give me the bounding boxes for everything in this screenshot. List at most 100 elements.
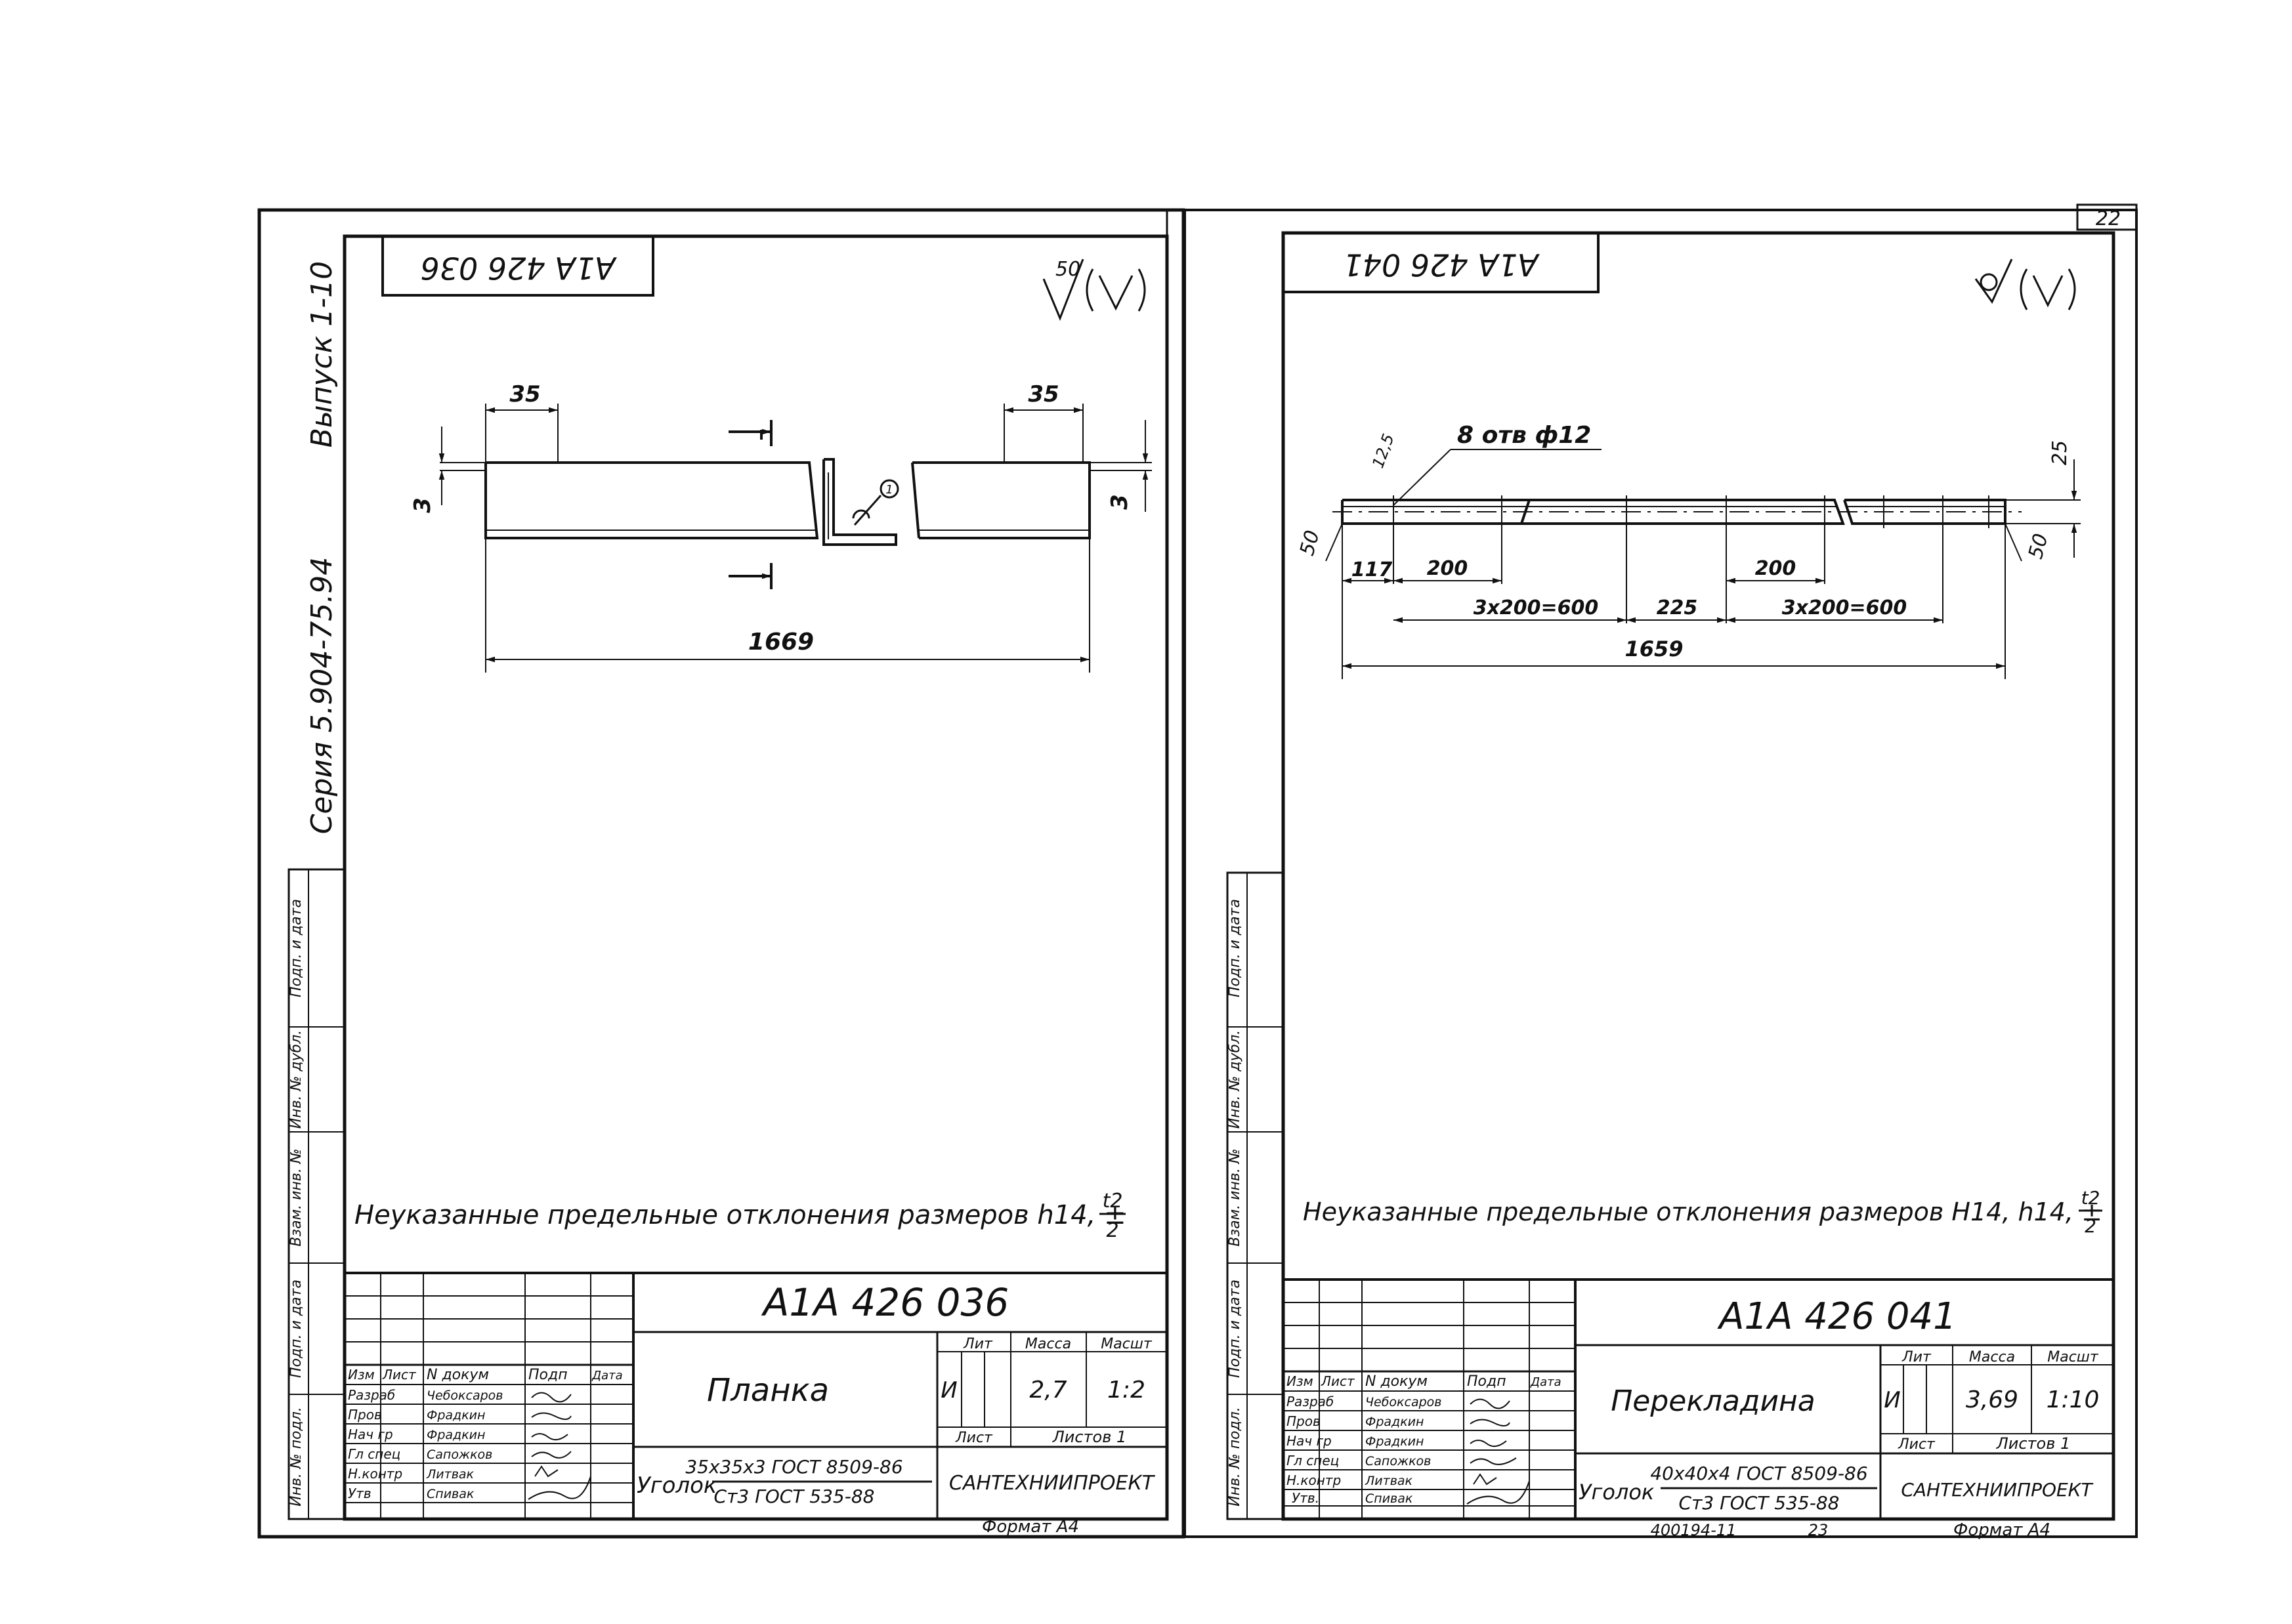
- svg-text:2: 2: [1106, 1219, 1118, 1242]
- dim-flange-left: 35: [509, 381, 540, 407]
- svg-text:Инв. № подл.: Инв. № подл.: [288, 1407, 305, 1507]
- svg-text:Инв. № подл.: Инв. № подл.: [1227, 1407, 1243, 1507]
- left-doc-code: A1A 426 036: [761, 1280, 1009, 1325]
- svg-text:Лист: Лист: [382, 1367, 417, 1383]
- left-sheet-frame: [343, 234, 1169, 1521]
- svg-text:Литвак: Литвак: [1365, 1474, 1413, 1488]
- holes-note: 8 отв ф12: [1457, 422, 1591, 449]
- svg-text:Взам. инв. №: Взам. инв. №: [1227, 1148, 1243, 1246]
- svg-text:Инв. № дубл.: Инв. № дубл.: [1227, 1030, 1243, 1129]
- svg-text:Утв.: Утв.: [1292, 1490, 1319, 1506]
- svg-text:Н.контр: Н.контр: [348, 1466, 402, 1482]
- svg-text:Масшт: Масшт: [2047, 1349, 2099, 1365]
- svg-text:Н.контр: Н.контр: [1286, 1472, 1341, 1488]
- left-tolerance-note: Неуказанные предельные отклонения размер…: [354, 1200, 1126, 1230]
- svg-text:t2: t2: [2081, 1187, 2100, 1209]
- right-part-drawing: 8 отв ф12 12,5 25 50 50 117: [1296, 422, 2081, 679]
- page-number-tab: 22: [2076, 203, 2138, 231]
- svg-text:Взам. инв. №: Взам. инв. №: [288, 1148, 305, 1246]
- dim-first: 117: [1351, 558, 1393, 581]
- left-mass: 2,7: [1029, 1377, 1067, 1404]
- svg-text:Чебоксаров: Чебоксаров: [1365, 1395, 1442, 1409]
- end-roughness-right: 50: [2024, 531, 2053, 562]
- hole-roughness: 12,5: [1369, 431, 1398, 470]
- svg-text:Подп: Подп: [528, 1367, 568, 1383]
- svg-text:Подп. и дата: Подп. и дата: [288, 899, 305, 997]
- weld-mark: 1: [885, 483, 893, 497]
- dim-top-right: 25: [2048, 440, 2071, 465]
- svg-text:Сапожков: Сапожков: [1365, 1454, 1431, 1468]
- svg-text:Нач гр: Нач гр: [1286, 1433, 1332, 1449]
- left-top-code: A1A 426 036: [420, 251, 617, 286]
- dim-total-length: 1659: [1624, 636, 1683, 661]
- svg-text:Подп: Подп: [1467, 1373, 1506, 1390]
- right-material-top: 40x40x4 ГОСТ 8509-86: [1650, 1463, 1867, 1484]
- end-roughness-left: 50: [1296, 528, 1325, 558]
- dim-pitch1: 200: [1427, 557, 1468, 580]
- svg-text:N докум: N докум: [427, 1367, 489, 1383]
- svg-text:Фрадкин: Фрадкин: [427, 1428, 485, 1442]
- svg-text:Лит: Лит: [1901, 1349, 1932, 1365]
- issue-label: Выпуск 1-10: [305, 261, 339, 448]
- svg-text:Масса: Масса: [1025, 1336, 1071, 1352]
- svg-text:Пров: Пров: [348, 1407, 382, 1423]
- svg-text:Фрадкин: Фрадкин: [427, 1408, 485, 1423]
- left-roughness-icon: 50: [1042, 258, 1146, 322]
- right-format: Формат А4: [1953, 1520, 2050, 1540]
- svg-text:Масшт: Масшт: [1101, 1336, 1153, 1352]
- left-title-block: Изм Лист N докум Подп Дата Разраб Пров Н…: [343, 1272, 1168, 1520]
- right-roughness-icon: [1974, 259, 2076, 310]
- series-label: Серия 5.904-75.94: [305, 557, 339, 835]
- svg-text:Уголок: Уголок: [1579, 1480, 1655, 1505]
- svg-text:Инв. № дубл.: Инв. № дубл.: [288, 1030, 305, 1129]
- right-stamp-column: Подп. и дата Инв. № дубл. Взам. инв. № П…: [1226, 871, 1284, 1520]
- right-part-name: Перекладина: [1611, 1385, 1815, 1418]
- right-signatures: [1466, 1398, 1530, 1505]
- svg-text:Гл спец: Гл спец: [1286, 1453, 1339, 1468]
- svg-text:Разраб: Разраб: [348, 1387, 395, 1403]
- svg-text:Листов 1: Листов 1: [1052, 1428, 1127, 1446]
- right-doc-code: A1A 426 041: [1717, 1295, 1957, 1338]
- left-format: Формат А4: [982, 1517, 1079, 1537]
- svg-text:2: 2: [2085, 1215, 2096, 1237]
- dim-thickness-right: 3: [1107, 494, 1133, 510]
- right-sheet: 22 A1A 426 041 Подп. и дата Инв. № дубл.…: [1183, 203, 2138, 1540]
- right-top-code: A1A 426 041: [1343, 247, 1540, 283]
- dim-pitch2: 200: [1755, 557, 1796, 580]
- svg-text:Гл спец: Гл спец: [348, 1446, 400, 1462]
- right-title-block: Изм Лист N докум Подп Дата Разраб Пров Н…: [1282, 1278, 2115, 1520]
- svg-text:Изм: Изм: [1286, 1373, 1313, 1389]
- svg-text:t2: t2: [1103, 1190, 1123, 1213]
- left-part-name: Планка: [707, 1372, 829, 1409]
- svg-text:Литвак: Литвак: [426, 1467, 475, 1482]
- svg-text:Спивак: Спивак: [1365, 1491, 1413, 1506]
- dim-length: 1669: [748, 629, 814, 656]
- svg-text:Лист: Лист: [1321, 1373, 1355, 1389]
- left-scale: 1:2: [1107, 1377, 1145, 1404]
- svg-text:Спивак: Спивак: [427, 1487, 475, 1501]
- left-org: САНТЕХНИИПРОЕКТ: [949, 1472, 1156, 1495]
- svg-text:Подп. и дата: Подп. и дата: [1227, 1280, 1243, 1378]
- left-stamp-column: Подп. и дата Инв. № дубл. Взам. инв. № П…: [287, 868, 346, 1520]
- left-material-bottom: Ст3 ГОСТ 535-88: [714, 1486, 875, 1507]
- left-sheet: A1A 426 036 50 Серия 5.904-75.94 Выпуск …: [257, 208, 1185, 1539]
- svg-text:Листов 1: Листов 1: [1996, 1434, 2071, 1453]
- right-bottom-page: 23: [1808, 1521, 1829, 1539]
- svg-text:Утв: Утв: [348, 1486, 371, 1501]
- dim-flange-right: 35: [1028, 381, 1059, 407]
- left-note-fraction: t2 2: [1099, 1190, 1126, 1242]
- right-top-code-box: A1A 426 041: [1283, 233, 1600, 293]
- right-scale: 1:10: [2047, 1386, 2100, 1413]
- svg-text:Подп. и дата: Подп. и дата: [1227, 899, 1243, 997]
- right-org: САНТЕХНИИПРОЕКТ: [1901, 1479, 2093, 1501]
- svg-text:Лит: Лит: [963, 1336, 993, 1352]
- svg-text:Фрадкин: Фрадкин: [1365, 1434, 1424, 1449]
- left-material-top: 35x35x3 ГОСТ 8509-86: [685, 1456, 902, 1478]
- svg-text:Дата: Дата: [591, 1369, 623, 1383]
- right-lit: И: [1884, 1387, 1900, 1413]
- right-note-fraction: t2 2: [2079, 1187, 2102, 1237]
- right-material-bottom: Ст3 ГОСТ 535-88: [1679, 1492, 1840, 1514]
- dim-gap: 225: [1657, 596, 1698, 619]
- svg-text:Сапожков: Сапожков: [427, 1447, 492, 1462]
